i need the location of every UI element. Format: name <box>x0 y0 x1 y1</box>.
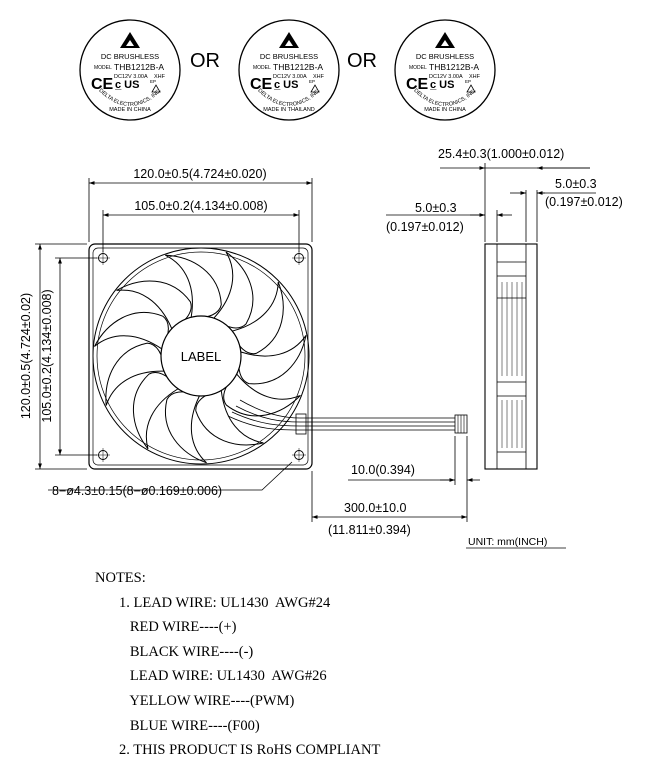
fan-hub-label: LABEL <box>181 349 221 364</box>
badge-model: THB1212B-A <box>273 62 323 72</box>
badge-brand: DC BRUSHLESS <box>260 52 318 61</box>
dim-wire-length-in: (11.811±0.394) <box>328 523 411 537</box>
fan-shroud-inner <box>96 251 306 461</box>
dim-height-outer: 120.0±0.5(4.724±0.02) <box>19 293 33 419</box>
ul-mark: c̲ US <box>429 79 454 91</box>
note-line: BLACK WIRE----(-) <box>119 643 254 660</box>
badge-rating: DC12V 3.00A <box>114 74 148 80</box>
badge-rating: DC12V 3.00A <box>429 74 463 80</box>
dim-width-holes: 105.0±0.2(4.134±0.008) <box>134 199 267 213</box>
recycle-triangle-icon <box>466 84 476 93</box>
note-line: 2. THIS PRODUCT IS RoHS COMPLIANT <box>119 742 381 759</box>
label-badge-3: DC BRUSHLESS MODEL THB1212B-A DC12V 3.00… <box>394 19 496 121</box>
badge-brand: DC BRUSHLESS <box>416 52 474 61</box>
dim-flange-right-mm: 5.0±0.3 <box>555 177 597 191</box>
recycle-triangle-icon <box>151 84 161 93</box>
dim-flange-left-in: (0.197±0.012) <box>386 220 464 234</box>
dim-flange-left-mm: 5.0±0.3 <box>415 201 457 215</box>
badge-model: THB1212B-A <box>114 62 164 72</box>
notes-heading: NOTES: <box>95 570 146 586</box>
note-line: YELLOW WIRE----(PWM) <box>119 692 295 709</box>
fan-blades <box>94 251 307 464</box>
badge-code: XHF <box>469 74 481 80</box>
note-line: LEAD WIRE: UL1430 AWG#26 <box>119 668 327 685</box>
side-frame <box>484 243 538 470</box>
unit-label: UNIT: mm(INCH) <box>468 536 547 548</box>
dim-mounting-holes: 8−ø4.3±0.15(8−ø0.169±0.006) <box>52 484 222 498</box>
badge-ep: EP <box>150 79 156 84</box>
fan-shroud <box>92 247 310 465</box>
badge-model-label: MODEL <box>409 65 427 71</box>
badge-ep: EP <box>465 79 471 84</box>
dim-depth: 25.4±0.3(1.000±0.012) <box>438 147 564 161</box>
badge-ep: EP <box>309 79 315 84</box>
badge-origin: MADE IN THAILAND <box>263 107 315 113</box>
badge-brand: DC BRUSHLESS <box>101 52 159 61</box>
dim-wire-length-mm: 300.0±10.0 <box>344 501 407 515</box>
note-line: BLUE WIRE----(F00) <box>119 717 260 734</box>
wire-clip <box>295 413 307 435</box>
dim-width-outer: 120.0±0.5(4.724±0.020) <box>133 167 266 181</box>
note-line: RED WIRE----(+) <box>119 619 237 636</box>
badge-rating: DC12V 3.00A <box>273 74 307 80</box>
fan-side-view <box>484 243 538 470</box>
recycle-triangle-icon <box>310 84 320 93</box>
fan-front-view <box>88 243 468 470</box>
mounting-holes <box>96 251 306 462</box>
dim-height-holes: 105.0±0.2(4.134±0.008) <box>40 289 54 422</box>
ce-mark: CE <box>250 76 273 93</box>
badge-code: XHF <box>313 74 325 80</box>
badge-model-label: MODEL <box>94 65 112 71</box>
fan-hub <box>160 315 242 397</box>
fan-frame-outline <box>88 243 313 470</box>
dimension-lines <box>35 163 596 549</box>
badge-model-label: MODEL <box>253 65 271 71</box>
ul-mark: c̲ US <box>114 79 139 91</box>
badge-origin: MADE IN CHINA <box>109 107 151 113</box>
badge-model: THB1212B-A <box>429 62 479 72</box>
notes-block: NOTES: 1. LEAD WIRE: UL1430 AWG#24 RED W… <box>95 566 380 763</box>
dim-flange-right-in: (0.197±0.012) <box>545 195 623 209</box>
label-badge-1: DC BRUSHLESS MODEL THB1212B-A DC12V 3.00… <box>79 19 181 121</box>
badge-code: XHF <box>154 74 166 80</box>
ce-mark: CE <box>406 76 429 93</box>
dim-wire-strip: 10.0(0.394) <box>351 463 415 477</box>
ce-mark: CE <box>91 76 114 93</box>
or-text-1: OR <box>190 50 220 72</box>
label-badge-2: DC BRUSHLESS MODEL THB1212B-A DC12V 3.00… <box>238 19 340 121</box>
or-text-2: OR <box>347 50 377 72</box>
note-line: 1. LEAD WIRE: UL1430 AWG#24 <box>119 594 331 611</box>
ul-mark: c̲ US <box>273 79 298 91</box>
badge-origin: MADE IN CHINA <box>424 107 466 113</box>
lead-wire <box>231 399 455 427</box>
